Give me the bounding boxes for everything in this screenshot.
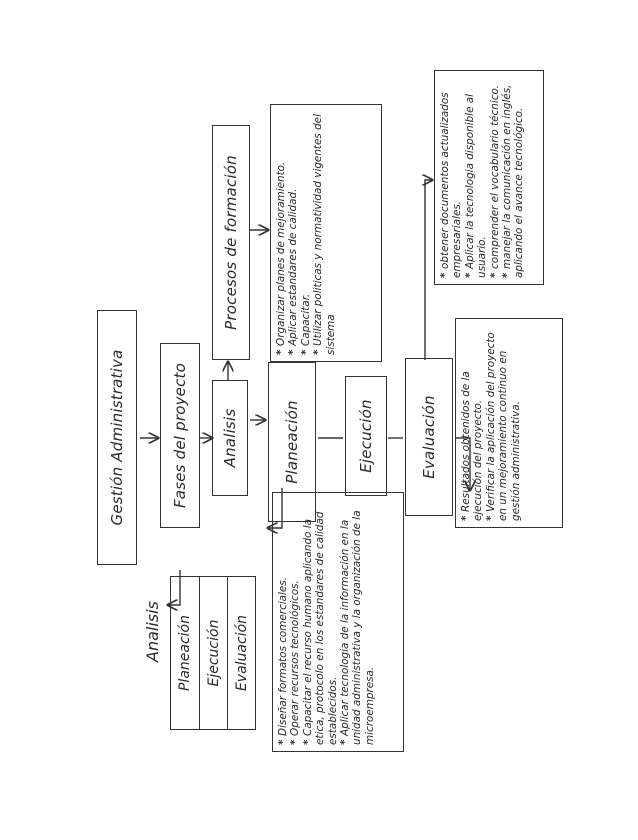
line-fases-left bbox=[168, 570, 181, 605]
node-fases-label: Fases del proyecto bbox=[171, 363, 189, 509]
node-ejecucion: Ejecución bbox=[345, 376, 387, 496]
side-table-title: Analisis bbox=[143, 601, 162, 662]
note-evaluacion-right-item: comprender el vocabulario técnico. bbox=[489, 77, 501, 278]
note-procesos-list: Organizar planes de mejoramiento. Aplica… bbox=[275, 111, 337, 355]
node-analisis-label: Analisis bbox=[221, 408, 239, 468]
note-evaluacion-right-list: obtener documentos actualizados empresar… bbox=[439, 77, 526, 278]
node-planeacion-label: Planeación bbox=[283, 400, 301, 484]
note-planeacion-list: Diseñar formatos comerciales. Operar rec… bbox=[277, 499, 376, 745]
note-procesos: Organizar planes de mejoramiento. Aplica… bbox=[270, 104, 382, 362]
node-gestion-administrativa: Gestión Administrativa bbox=[97, 310, 137, 565]
node-gestion-label: Gestión Administrativa bbox=[108, 349, 126, 526]
note-evaluacion-right: obtener documentos actualizados empresar… bbox=[434, 70, 544, 285]
note-procesos-item: Capacitar. bbox=[300, 111, 312, 355]
note-planeacion-item: Aplicar tecnologia de la información en … bbox=[339, 499, 376, 745]
note-evaluacion: Resultados obtenidos de la ejecución del… bbox=[455, 318, 563, 528]
note-planeacion-item: Diseñar formatos comerciales. bbox=[277, 499, 289, 745]
node-procesos-formacion: Procesos de formación bbox=[212, 125, 250, 360]
note-evaluacion-right-item: Aplicar la tecnologia disponible al usua… bbox=[464, 77, 489, 278]
note-evaluacion-right-item: obtener documentos actualizados empresar… bbox=[439, 77, 464, 278]
side-table-row: Evaluación bbox=[234, 614, 250, 692]
note-planeacion-item: Operar recursos tecnológicos. bbox=[289, 499, 301, 745]
node-analisis: Analisis bbox=[212, 380, 248, 496]
node-procesos-label: Procesos de formación bbox=[222, 155, 240, 330]
node-fases-proyecto: Fases del proyecto bbox=[160, 343, 200, 528]
note-evaluacion-item: Resultados obtenidos de la ejecución del… bbox=[460, 325, 485, 521]
note-evaluacion-item: Verificar la aplicación del proyecto en … bbox=[485, 325, 522, 521]
note-procesos-item: Organizar planes de mejoramiento. bbox=[275, 111, 287, 355]
note-planeacion-item: Capacitar el recurso humano aplicando la… bbox=[302, 499, 339, 745]
node-ejecucion-label: Ejecución bbox=[357, 399, 375, 473]
note-procesos-item: Utilizar politicas y normatividad vigent… bbox=[312, 111, 337, 355]
node-evaluacion: Evaluación bbox=[405, 358, 453, 516]
node-evaluacion-label: Evaluación bbox=[420, 395, 438, 479]
note-procesos-item: Aplicar estandares de calidad. bbox=[287, 111, 299, 355]
line-evaluacion-up bbox=[425, 180, 432, 360]
note-planeacion: Diseñar formatos comerciales. Operar rec… bbox=[272, 492, 404, 752]
note-evaluacion-list: Resultados obtenidos de la ejecución del… bbox=[460, 325, 522, 521]
side-table-row: Ejecución bbox=[200, 576, 228, 730]
side-table-row: Planeación bbox=[170, 576, 200, 730]
note-evaluacion-right-item: manejar la comunicación en inglés, aplic… bbox=[501, 77, 526, 278]
